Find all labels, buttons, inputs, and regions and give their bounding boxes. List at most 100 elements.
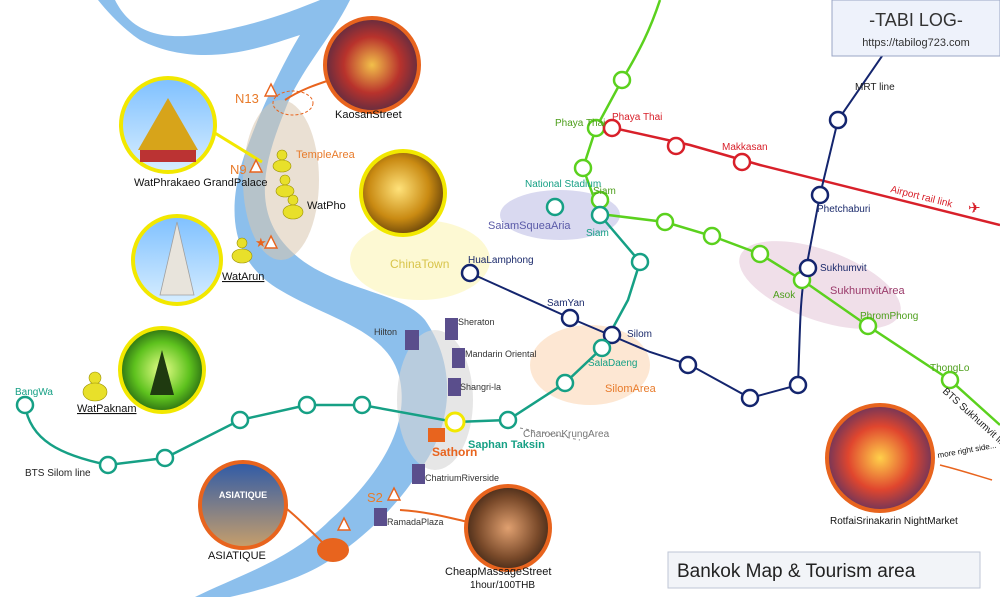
sukhumvit-area-label: SukhumvitArea (830, 285, 905, 297)
station-label-silom: Silom (627, 329, 652, 340)
hotel-label-mandarin: Mandarin Oriental (465, 349, 537, 359)
place-label-massage: CheapMassageStreet (445, 566, 551, 578)
brand-title: -TABI LOG- (869, 10, 963, 30)
station-marker-siam-silom[interactable] (590, 205, 610, 225)
station-label-phaya-thai-bts: Phaya Thai (555, 118, 605, 129)
station-label-siam-bottom: Siam (586, 228, 609, 239)
station-marker-chong-nonsi[interactable] (555, 373, 575, 393)
station-label-phrom-phong: PhromPhong (860, 311, 918, 322)
pier-n13-label: N13 (235, 91, 259, 106)
boat-icon-watarun (263, 234, 279, 249)
massage-arrow (399, 509, 469, 523)
station-marker-ratchadamri[interactable] (630, 252, 650, 272)
station-marker-arl-ratchaprarop[interactable] (666, 136, 686, 156)
place-label-more-right: more right side... (937, 441, 997, 460)
boat-icon-asiatique (336, 516, 352, 531)
place-label-asiatique: ASIATIQUE (208, 550, 266, 562)
station-marker-wongwian-yai[interactable] (297, 395, 317, 415)
brand-url[interactable]: https://tabilog723.com (862, 37, 970, 49)
place-label-wat-pho: WatPho (307, 200, 346, 212)
temple-icon-templearea (275, 174, 295, 198)
hotel-icon-mandarin (452, 348, 465, 368)
temple-area-label: TempleArea (296, 149, 356, 161)
station-marker-saphan-taksin[interactable] (444, 411, 466, 433)
station-marker-mid[interactable] (573, 158, 593, 178)
station-label-phaya-thai-arl: Phaya Thai (612, 112, 662, 123)
boat-icon-n13 (263, 82, 279, 97)
photo-massage-street[interactable] (464, 484, 552, 572)
station-marker-surasak[interactable] (498, 410, 518, 430)
station-label-asok: Asok (773, 290, 796, 301)
place-label-grand-palace: WatPhrakaeo GrandPalace (134, 177, 268, 189)
photo-wat-pho[interactable] (359, 149, 447, 237)
watarun-star-icon: ★ (255, 235, 267, 250)
siam-area-label: SaiamSqueaAria (488, 220, 571, 232)
hotel-label-chatrium: ChatriumRiverside (425, 473, 499, 483)
photo-kaosan[interactable] (323, 16, 421, 114)
photo-wat-paknam[interactable] (118, 326, 206, 414)
hotel-icon-sheraton (445, 318, 458, 340)
station-marker-phrom-phong[interactable] (858, 316, 878, 336)
charoenkrung-dashed-line (519, 427, 581, 441)
place-label-rotfai: RotfaiSrinakarin NightMarket (830, 516, 958, 527)
station-label-saphan-taksin: Saphan Taksin (468, 439, 545, 451)
station-marker-qsncc[interactable] (788, 375, 808, 395)
map-title: Bankok Map & Tourism area (677, 561, 916, 582)
photo-grand-palace[interactable] (119, 76, 217, 174)
station-marker-sukhumvit-mrt[interactable] (798, 258, 818, 278)
hotel-label-ramada: RamadaPlaza (387, 517, 444, 527)
station-marker-wutthakat[interactable] (98, 455, 118, 475)
temple-icon-watpho (282, 194, 304, 220)
photo-wat-arun[interactable] (131, 214, 223, 306)
station-marker-thong-lo[interactable] (940, 370, 960, 390)
station-marker-makkasan[interactable] (732, 152, 752, 172)
photo-asiatique[interactable]: ASIATIQUE (198, 460, 288, 550)
station-marker-silom-mrt[interactable] (602, 325, 622, 345)
station-marker-phetchaburi[interactable] (810, 185, 830, 205)
pier-s2-label: S2 (367, 490, 383, 505)
station-marker-phaya-thai-arl[interactable] (602, 118, 622, 138)
station-marker-sam-yan[interactable] (560, 308, 580, 328)
station-marker-upper[interactable] (612, 70, 632, 90)
station-marker-sala-daeng[interactable] (592, 338, 612, 358)
station-marker-national-stadium[interactable] (545, 197, 565, 217)
station-marker-bang-wa[interactable] (15, 395, 35, 415)
more-right-arrow (939, 464, 993, 481)
brand-box (831, 0, 1000, 57)
station-marker-talat-phlu[interactable] (155, 448, 175, 468)
temple-icon-watarun (231, 237, 253, 264)
temple-icon-watpaknam (82, 371, 108, 402)
station-label-national-stadium: National Stadium (525, 179, 601, 190)
grandpalace-connector (209, 128, 263, 164)
station-marker-mrt-upper[interactable] (828, 110, 848, 130)
station-label-sam-yan: SamYan (547, 298, 585, 309)
station-label-phetchaburi: Phetchaburi (817, 204, 870, 215)
station-marker-hua-lamphong[interactable] (460, 263, 480, 283)
station-marker-chitlom[interactable] (655, 212, 675, 232)
station-label-sala-daeng: SalaDaeng (588, 358, 637, 369)
kaosan-dotted-oval (272, 90, 314, 116)
temple-icon-n9 (272, 149, 292, 173)
station-label-siam-top: Siam (593, 186, 616, 197)
boat-icon-n9 (248, 158, 264, 173)
station-label-sukhumvit: Sukhumvit (820, 263, 867, 274)
airport-rail-link-line (599, 123, 1000, 227)
title-box (667, 551, 981, 589)
station-marker-ploenchit[interactable] (702, 226, 722, 246)
sukhumvit-area-blob (739, 241, 901, 329)
sathorn-pier-box[interactable] (428, 428, 445, 442)
place-label-wat-paknam: WatPaknam (77, 403, 137, 415)
station-marker-krung-thon[interactable] (352, 395, 372, 415)
photo-rotfai-night-market[interactable] (825, 403, 935, 513)
station-marker-lumphini[interactable] (678, 355, 698, 375)
hotel-label-hilton: Hilton (374, 327, 397, 337)
siam-area-blob (500, 190, 620, 240)
station-marker-pho-nimit[interactable] (230, 410, 250, 430)
hotel-label-shangrila: Shangri-la (460, 382, 501, 392)
station-marker-khlong-toei[interactable] (740, 388, 760, 408)
hotel-icon-hilton (405, 330, 419, 350)
station-marker-nana[interactable] (750, 244, 770, 264)
hotel-icon-ramada (374, 508, 387, 526)
place-label-kaosan: KaosanStreet (335, 109, 402, 121)
